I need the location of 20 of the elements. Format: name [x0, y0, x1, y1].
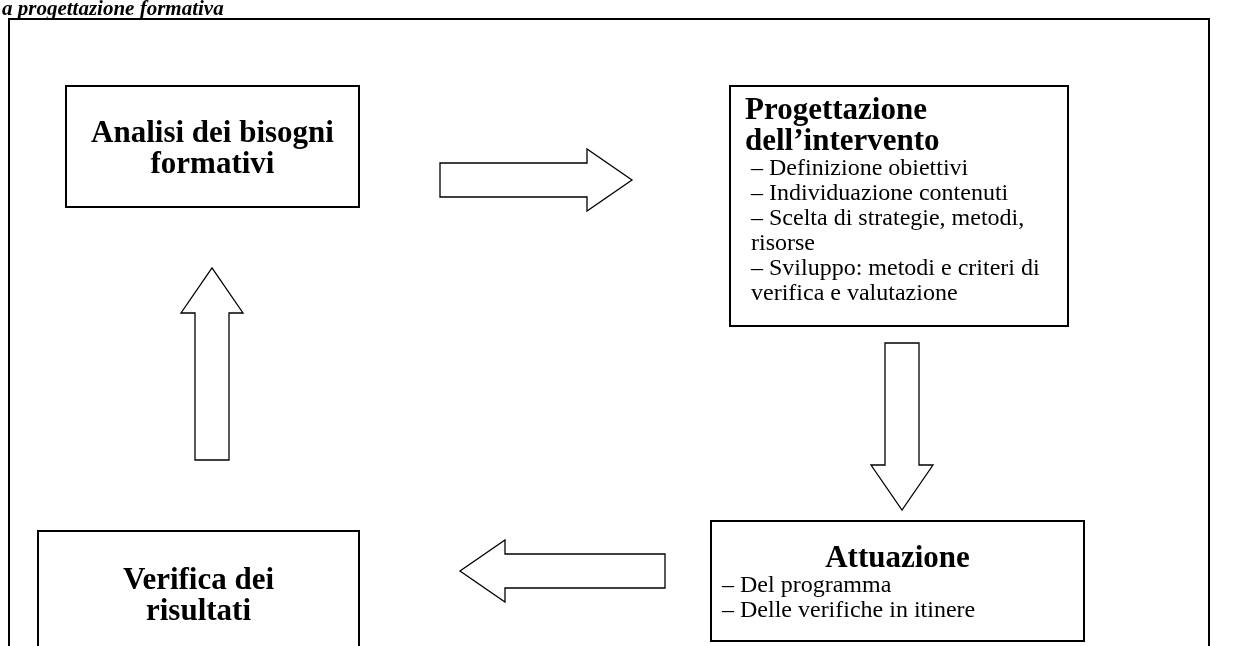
process-box	[710, 520, 1085, 642]
block-arrow	[179, 266, 245, 461]
process-box	[729, 85, 1069, 327]
process-box	[65, 85, 360, 208]
list-item: – Del programma	[722, 571, 893, 597]
list-item: – Individuazione contenuti	[749, 180, 1010, 205]
block-arrow	[458, 538, 666, 604]
block-arrow	[869, 342, 935, 512]
list-item: – Definizione obiettivi	[749, 155, 970, 180]
list-item: – Delle verifiche in itinere	[722, 596, 977, 622]
box-heading: Verifica dei risultati	[121, 563, 276, 625]
box-heading: Analisi dei bisogni formativi	[90, 115, 335, 178]
frame-box	[8, 18, 1210, 646]
box-heading: Progettazione dell’intervento	[745, 93, 941, 155]
block-arrow	[439, 147, 634, 213]
page-title: a progettazione formativa	[2, 0, 224, 18]
list-item: – Scelta di strategie, metodi, risorse	[749, 205, 1026, 255]
process-box	[37, 530, 360, 646]
box-heading: Attuazione	[824, 540, 971, 572]
list-item: – Sviluppo: metodi e criteri di verifica e valutazione	[749, 255, 1041, 305]
